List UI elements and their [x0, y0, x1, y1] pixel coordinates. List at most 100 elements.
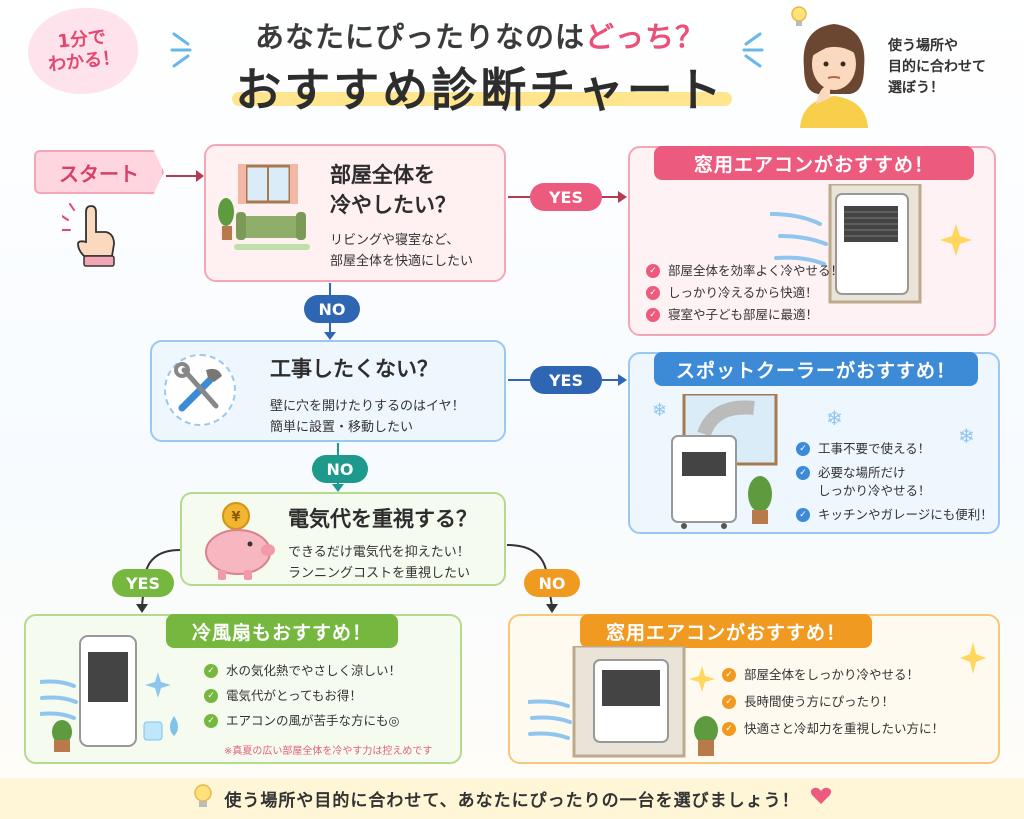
check-icon: ✓ — [722, 668, 736, 682]
sparkle-icon — [958, 640, 988, 684]
q1-yes-pill[interactable]: YES — [530, 183, 602, 211]
lightbulb-icon — [788, 4, 810, 34]
result1-bullet: ✓ しっかり冷えるから快適！ — [646, 284, 843, 302]
spot-cooler-icon: ❄ — [644, 392, 784, 534]
q1-title-line2: 冷やしたい？ — [330, 193, 456, 217]
result4-bullet-text: 部屋全体をしっかり冷やせる！ — [744, 667, 920, 682]
lightbulb-icon — [192, 783, 214, 814]
q2-yes-pill[interactable]: YES — [530, 366, 602, 394]
result2-bullet-text: 工事不要で使える！ — [818, 441, 931, 456]
svg-text:❄: ❄ — [958, 424, 975, 448]
result4-bullet: ✓ 長時間使う方にぴったり！ — [722, 693, 944, 711]
side-note-line3: 選ぼう！ — [888, 80, 944, 96]
q3-no-pill[interactable]: NO — [524, 569, 580, 597]
woman-avatar — [786, 8, 882, 128]
result4-bullet-text: 長時間使う方にぴったり！ — [744, 694, 895, 709]
result3-title: 冷風扇もおすすめ！ — [166, 614, 398, 648]
result2-bullet-text: 必要な場所だけ — [818, 465, 906, 480]
question-card-room[interactable]: 部屋全体を 冷やしたい？ リビングや寝室など、 部屋全体を快適にしたい — [204, 144, 506, 282]
q3-yes-pill[interactable]: YES — [112, 569, 174, 597]
result4-bullet-text: 快適さと冷却力を重視したい方に！ — [744, 721, 945, 736]
sparkle-icon — [940, 224, 972, 256]
deco-lines-right-icon — [736, 30, 764, 76]
check-icon: ✓ — [796, 466, 810, 480]
subtitle-highlight: どっち？ — [585, 20, 706, 54]
result3-bullet-text: 水の気化熱でやさしく涼しい！ — [226, 663, 402, 678]
check-icon: ✓ — [722, 722, 736, 736]
result2-bullet: ✓ 必要な場所だけしっかり冷やせる！ — [796, 464, 993, 500]
q2-text-line2: 簡単に設置・移動したい — [270, 420, 414, 435]
q3-title: 電気代を重視する？ — [288, 507, 477, 531]
subtitle-prefix: あなたにぴったりなのは — [254, 20, 585, 54]
result3-bullet-text: 電気代がとってもお得！ — [226, 688, 362, 703]
q3-text-line1: できるだけ電気代を抑えたい！ — [288, 545, 470, 560]
q1-no-pill[interactable]: NO — [304, 295, 360, 323]
pointing-hand-icon — [61, 202, 126, 272]
result2-title: スポットクーラーがおすすめ！ — [654, 352, 978, 386]
result1-title: 窓用エアコンがおすすめ！ — [654, 146, 974, 180]
result1-bullet-text: 部屋全体を効率よく冷やせる！ — [668, 263, 844, 278]
result1-bullet: ✓ 部屋全体を効率よく冷やせる！ — [646, 262, 843, 280]
check-icon: ✓ — [646, 264, 660, 278]
window-ac-icon — [526, 644, 728, 764]
result2-bullet: ✓ 工事不要で使える！ — [796, 440, 993, 458]
cool-fan-note: ※真夏の広い部屋全体を冷やす力は控えめです — [224, 746, 433, 757]
sparkle-icon — [145, 672, 171, 698]
result3-bullet: ✓ 水の気化熱でやさしく涼しい！ — [204, 662, 401, 680]
check-icon: ✓ — [204, 714, 218, 728]
piggy-bank-icon: ¥ — [196, 500, 280, 588]
check-icon: ✓ — [204, 689, 218, 703]
check-icon: ✓ — [796, 508, 810, 522]
title-underline — [232, 92, 732, 106]
result3-bullet: ✓ エアコンの風が苦手な方にも◎ — [204, 712, 401, 730]
result1-bullet-text: しっかり冷えるから快適！ — [668, 285, 818, 300]
page-subtitle: あなたにぴったりなのはどっち？ — [200, 14, 760, 56]
heart-icon — [810, 786, 832, 811]
snowflake-icon: ❄ — [956, 424, 980, 452]
sparkle-icon — [689, 666, 715, 692]
result2-bullet-text: キッチンやガレージにも便利！ — [818, 507, 993, 522]
question-card-no-install[interactable]: 工事したくない？ 壁に穴を開けたりするのはイヤ！ 簡単に設置・移動したい — [150, 340, 506, 442]
result-window-ac-top[interactable]: 窓用エアコンがおすすめ！ ✓ 部屋全体を効率よく冷やせる！ ✓ しっかり冷えるから快… — [628, 146, 996, 336]
result3-bullet: ✓ 電気代がとってもお得！ — [204, 687, 401, 705]
result4-bullet: ✓ 快適さと冷却力を重視したい方に！ — [722, 720, 944, 738]
svg-text:❄: ❄ — [826, 406, 843, 430]
tools-icon — [164, 354, 236, 426]
q2-text-line1: 壁に穴を開けたりするのはイヤ！ — [270, 399, 465, 414]
check-icon: ✓ — [796, 442, 810, 456]
side-note: 使う場所や 目的に合わせて 選ぼう！ — [888, 36, 1018, 99]
result2-bullet-text: しっかり冷やせる！ — [818, 483, 931, 498]
question-card-electricity[interactable]: ¥ 電気代を重視する？ できるだけ電気代を抑えたい！ ランニングコストを重視した… — [180, 492, 506, 586]
page-title: おすすめ診断チャート — [235, 63, 725, 117]
q2-no-pill[interactable]: NO — [312, 455, 368, 483]
result3-bullet-text: エアコンの風が苦手な方にも◎ — [226, 713, 400, 728]
result4-title: 窓用エアコンがおすすめ！ — [580, 614, 872, 648]
start-label[interactable]: スタート — [34, 150, 164, 194]
coin-symbol: ¥ — [231, 510, 240, 525]
snowflake-icon: ❄ — [824, 406, 848, 434]
check-icon: ✓ — [646, 286, 660, 300]
check-icon: ✓ — [646, 308, 660, 322]
result4-bullet: ✓ 部屋全体をしっかり冷やせる！ — [722, 666, 944, 684]
sofa-icon — [212, 156, 312, 260]
side-note-line2: 目的に合わせて — [888, 59, 986, 75]
snowflake-icon: ❄ — [652, 400, 667, 421]
result-cool-fan[interactable]: 冷風扇もおすすめ！ ✓ 水の気化熱でやさしく涼しい！ ✓ 電気代がとってもお得！ ✓… — [24, 614, 462, 764]
q1-text-line1: リビングや寝室など、 — [330, 233, 460, 248]
result2-bullet: ✓ キッチンやガレージにも便利！ — [796, 506, 993, 524]
q1-title-line1: 部屋全体を — [330, 163, 435, 187]
side-note-line1: 使う場所や — [888, 38, 958, 54]
result1-bullet: ✓ 寝室や子ども部屋に最適！ — [646, 306, 843, 324]
q1-text-line2: 部屋全体を快適にしたい — [330, 254, 474, 269]
window-ac-icon — [768, 182, 990, 308]
check-icon: ✓ — [204, 664, 218, 678]
result-window-ac-bottom[interactable]: 窓用エアコンがおすすめ！ ✓ 部屋全体をしっかり冷やせる！ ✓ 長時間使う方にぴった… — [508, 614, 1000, 764]
footer-text: 使う場所や目的に合わせて、あなたにぴったりの一台を選びましょう！ — [224, 791, 800, 811]
q2-title: 工事したくない？ — [270, 357, 438, 381]
check-icon: ✓ — [722, 695, 736, 709]
footer-banner: 使う場所や目的に合わせて、あなたにぴったりの一台を選びましょう！ — [0, 778, 1024, 819]
deco-lines-left-icon — [170, 30, 198, 76]
result1-bullet-text: 寝室や子ども部屋に最適！ — [668, 307, 819, 322]
result-spot-cooler[interactable]: スポットクーラーがおすすめ！ ❄ ❄ ❄ ✓ 工事不要で使える！ ✓ 必要な場所だけ… — [628, 352, 1000, 534]
cool-fan-icon — [38, 632, 190, 760]
